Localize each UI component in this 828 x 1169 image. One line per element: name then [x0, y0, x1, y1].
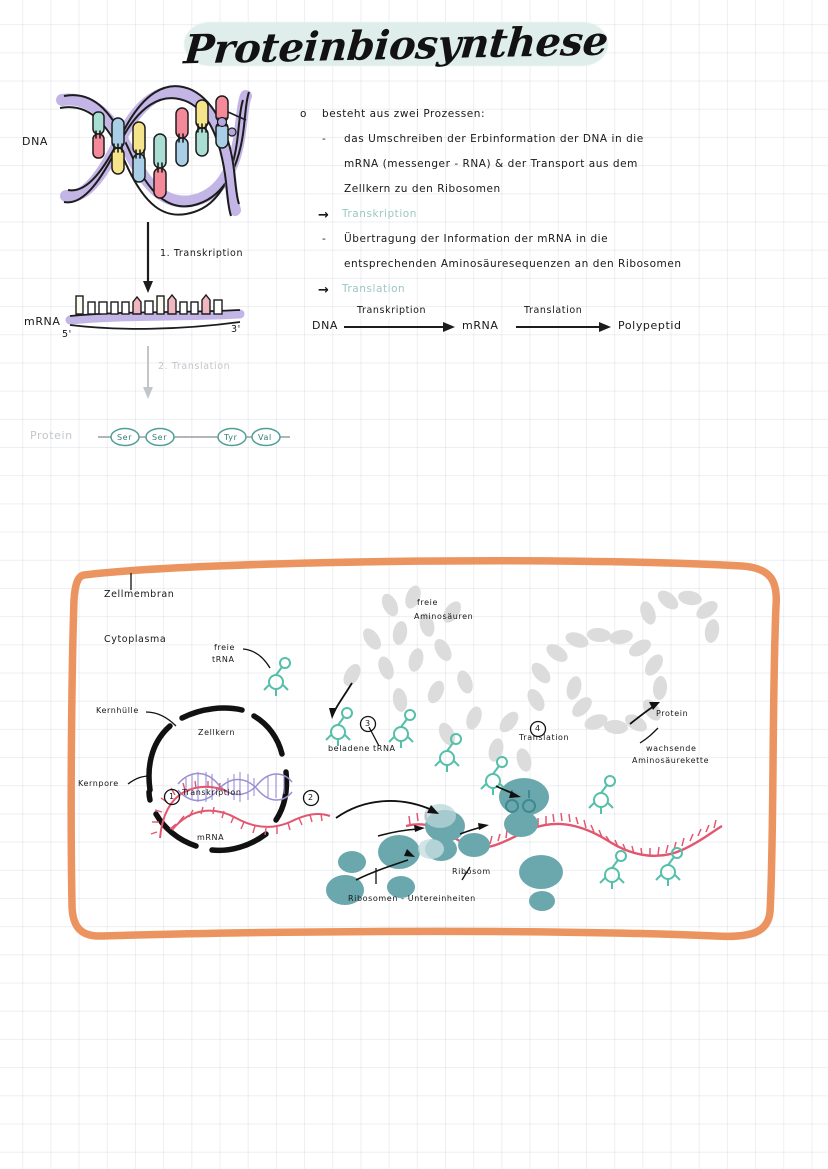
- ribosome-active: [499, 778, 549, 837]
- step-number-circles: [163, 715, 547, 807]
- note-line: entsprechenden Aminosäuresequenzen an de…: [300, 258, 800, 283]
- title-highlight: [184, 22, 608, 66]
- label-three-prime: 3': [231, 324, 241, 335]
- label-step2-translation: 2. Translation: [158, 361, 231, 372]
- note-text: das Umschreiben der Erbinformation der D…: [344, 133, 644, 145]
- label-transkription: Transkription: [182, 788, 242, 797]
- cell-membrane: [67, 557, 781, 941]
- label-wachsende-kette-line2: Aminosäurekette: [632, 756, 710, 765]
- label-zellkern: Zellkern: [198, 728, 236, 737]
- protein-chain: [98, 427, 290, 447]
- note-marker: -: [322, 133, 327, 145]
- nuclear-mrna-teeth: [150, 780, 323, 836]
- label-cytoplasma: Cytoplasma: [104, 634, 167, 645]
- label-zellmembran: Zellmembran: [104, 589, 175, 600]
- amino-acid-ser-1: Ser: [117, 433, 133, 442]
- note-text: mRNA (messenger - RNA) & der Transport a…: [344, 158, 638, 170]
- nuclear-mrna: [159, 785, 331, 839]
- label-kernpore: Kernpore: [78, 779, 119, 788]
- mrna-strand-single: [65, 293, 245, 330]
- label-wachsende-kette-line1: wachsende: [646, 744, 697, 753]
- label-protein: Protein: [30, 429, 73, 442]
- note-text: Transkription: [342, 208, 417, 220]
- label-beladene-trna: beladene tRNA: [328, 744, 396, 753]
- free-amino-acids: [343, 585, 720, 772]
- amino-acid-ser-2: Ser: [152, 433, 168, 442]
- label-ribosom: Ribosom: [452, 867, 491, 876]
- note-text: entsprechenden Aminosäuresequenzen an de…: [344, 258, 682, 270]
- note-line: mRNA (messenger - RNA) & der Transport a…: [300, 158, 800, 183]
- note-line: Zellkern zu den Ribosomen: [300, 183, 800, 208]
- amino-acid-val: Val: [258, 433, 272, 442]
- cell-diagram: [67, 557, 781, 941]
- label-five-prime: 5': [62, 329, 72, 340]
- note-line: - Übertragung der Information der mRNA i…: [300, 233, 800, 258]
- step2-arrow: [143, 346, 153, 399]
- flow-label-translation: Translation: [524, 305, 583, 316]
- label-leaders: [127, 573, 659, 884]
- note-text: Zellkern zu den Ribosomen: [344, 183, 501, 195]
- step1-arrow: [143, 222, 153, 293]
- amino-acid-tyr: Tyr: [224, 433, 238, 442]
- label-step1-transkription: 1. Transkription: [160, 248, 244, 259]
- step-number-4: 4: [535, 724, 541, 733]
- note-line-transkription: → Transkription: [300, 208, 800, 233]
- label-freie-trna-line2: tRNA: [212, 655, 235, 664]
- ribosome-subunits: [326, 835, 563, 911]
- note-marker: o: [300, 108, 307, 120]
- arrow-icon: →: [318, 283, 330, 298]
- page-title: Proteinbiosynthese: [176, 14, 616, 76]
- flow-node-polypeptid: Polypeptid: [618, 319, 682, 332]
- flow-node-mrna: mRNA: [462, 319, 499, 332]
- flow-label-transkription: Transkription: [357, 305, 427, 316]
- note-text: Übertragung der Information der mRNA in …: [344, 233, 609, 245]
- note-text: besteht aus zwei Prozessen:: [322, 108, 486, 120]
- label-protein-cell: Protein: [656, 709, 689, 718]
- step-number-3: 3: [365, 719, 371, 728]
- label-dna: DNA: [22, 135, 49, 148]
- dna-double-helix: [56, 85, 252, 217]
- label-ribosomen-untereinheiten: Ribosomen - Untereinheiten: [348, 894, 476, 903]
- note-line: o besteht aus zwei Prozessen:: [300, 108, 800, 133]
- flow-node-dna: DNA: [312, 319, 339, 332]
- label-freie-aminosaeuren-line1: freie: [417, 598, 438, 607]
- note-marker: -: [322, 233, 327, 245]
- step-number-1: 1: [169, 792, 175, 801]
- label-freie-aminosaeuren-line2: Aminosäuren: [414, 612, 474, 621]
- flow-arrows: [344, 322, 611, 332]
- trna-molecules: [263, 657, 683, 889]
- label-freie-trna-line1: freie: [214, 643, 235, 652]
- label-mrna-nucleus: mRNA: [197, 833, 225, 842]
- arrow-icon: →: [318, 208, 330, 223]
- label-translation-cell: Translation: [519, 733, 570, 742]
- label-mrna: mRNA: [24, 315, 61, 328]
- label-kernhuelle: Kernhülle: [96, 706, 139, 715]
- notes-block: o besteht aus zwei Prozessen: - das Umsc…: [300, 108, 800, 308]
- note-line-translation: → Translation: [300, 283, 800, 308]
- note-text: Translation: [342, 283, 406, 295]
- step-number-2: 2: [308, 793, 314, 802]
- label-arrows: [329, 682, 660, 881]
- note-line: - das Umschreiben der Erbinformation der…: [300, 133, 800, 158]
